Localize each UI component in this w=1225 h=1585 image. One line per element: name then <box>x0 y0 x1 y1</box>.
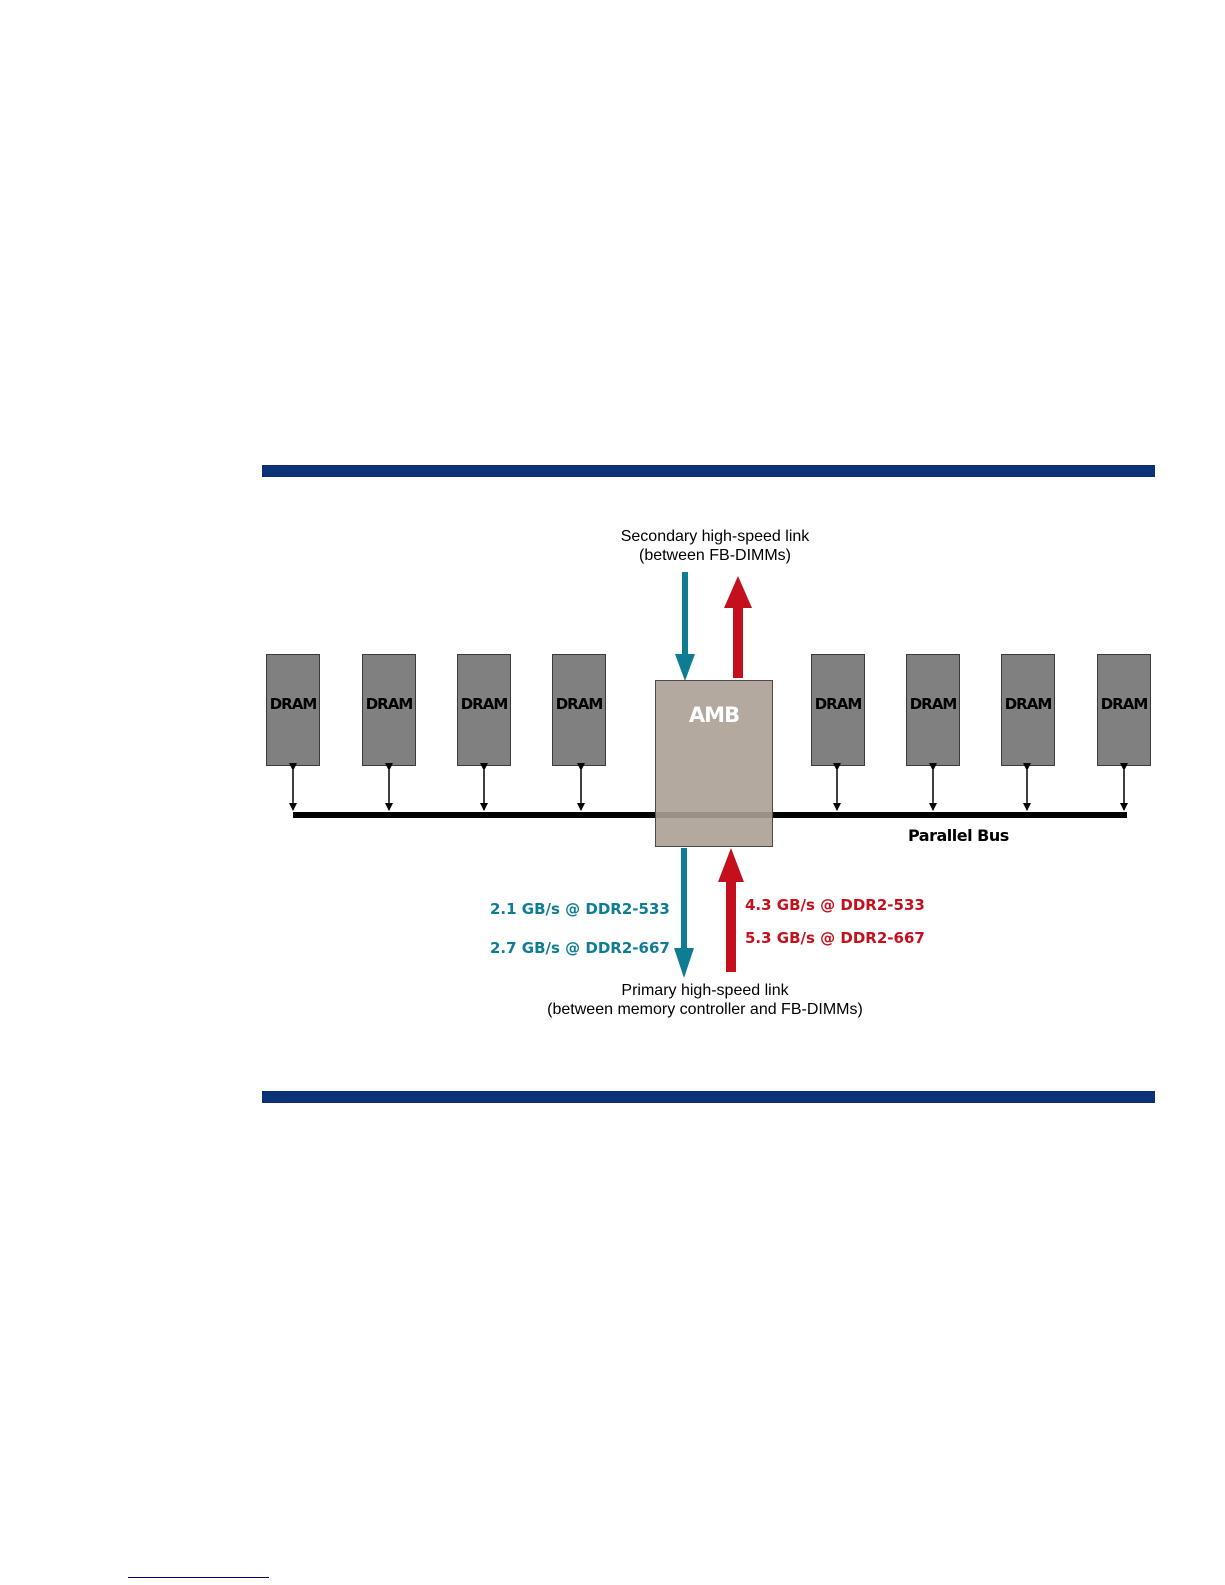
parallel-bus-label: Parallel Bus <box>908 826 1009 845</box>
primary-southbound-arrow <box>674 848 694 978</box>
secondary-southbound-arrow <box>675 572 695 681</box>
southbound-speed-533: 2.1 GB/s @ DDR2-533 <box>490 900 670 918</box>
secondary-northbound-arrow <box>724 576 752 678</box>
primary-link-caption: Primary high-speed link (between memory … <box>510 981 900 1019</box>
footnote-separator <box>128 1577 269 1578</box>
bottom-rule <box>262 1091 1155 1103</box>
primary-northbound-arrow <box>718 848 744 972</box>
southbound-speed-667: 2.7 GB/s @ DDR2-667 <box>490 939 670 957</box>
primary-link-title: Primary high-speed link <box>510 981 900 1000</box>
primary-link-subtitle: (between memory controller and FB-DIMMs) <box>510 1000 900 1019</box>
northbound-speed-533: 4.3 GB/s @ DDR2-533 <box>745 896 925 914</box>
northbound-speed-667: 5.3 GB/s @ DDR2-667 <box>745 929 925 947</box>
